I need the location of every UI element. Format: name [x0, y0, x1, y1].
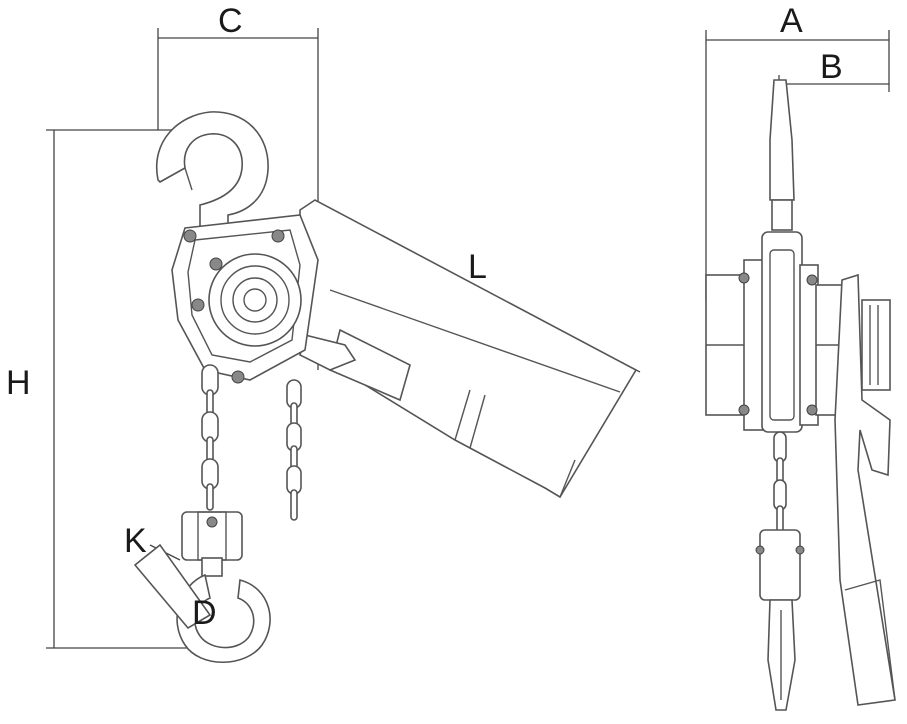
gear-hub — [232, 277, 278, 323]
bolt-bottom — [231, 370, 245, 384]
bolt-top-left — [183, 229, 197, 243]
bolt-left — [191, 298, 205, 312]
bolt-top-right — [271, 229, 285, 243]
slack-chain — [286, 379, 302, 521]
bolt-mid-left — [209, 257, 223, 271]
label-h: H — [6, 364, 31, 402]
gear-ring — [220, 265, 290, 335]
front-bottom-bolt-l — [755, 545, 765, 555]
front-center-body — [761, 231, 803, 433]
bottom-block-pin — [206, 516, 218, 528]
bottom-hook-swivel — [201, 557, 223, 577]
front-load-chain — [773, 431, 787, 533]
hoist-body-inner-plate — [187, 229, 301, 363]
front-bolt-bl — [738, 404, 750, 416]
bottom-hook-latch — [133, 543, 212, 630]
front-view-hoist — [705, 79, 896, 711]
load-chain — [201, 364, 219, 511]
front-center-body-inner — [769, 249, 795, 421]
lever-end-cap — [544, 459, 576, 499]
side-view-hoist — [133, 111, 638, 663]
front-top-hook — [769, 79, 795, 201]
label-d: D — [192, 594, 217, 632]
front-bolt-tr — [806, 274, 818, 286]
lever-handle-edge — [329, 289, 621, 393]
dimension-labels: C H L K D A B — [6, 2, 843, 632]
gear-axle — [243, 288, 267, 312]
top-hook — [155, 111, 269, 231]
front-bottom-bolt-r — [795, 545, 805, 555]
label-a: A — [780, 2, 803, 40]
top-hook-latch — [159, 166, 193, 191]
front-lever-grip — [844, 579, 896, 701]
front-bolt-tl — [738, 272, 750, 284]
label-b: B — [820, 48, 843, 86]
lever-grip-seam-1 — [454, 389, 471, 441]
front-ratchet-knob — [861, 299, 891, 391]
gear-cover — [208, 253, 302, 347]
front-lever-handle — [834, 273, 896, 706]
front-top-swivel — [771, 199, 793, 231]
front-bottom-block — [759, 529, 801, 601]
label-l: L — [468, 248, 487, 286]
label-c: C — [218, 2, 243, 40]
lever-grip-seam-2 — [469, 394, 486, 449]
bottom-hook — [176, 573, 271, 663]
front-bolt-br — [806, 404, 818, 416]
label-k: K — [124, 522, 147, 560]
